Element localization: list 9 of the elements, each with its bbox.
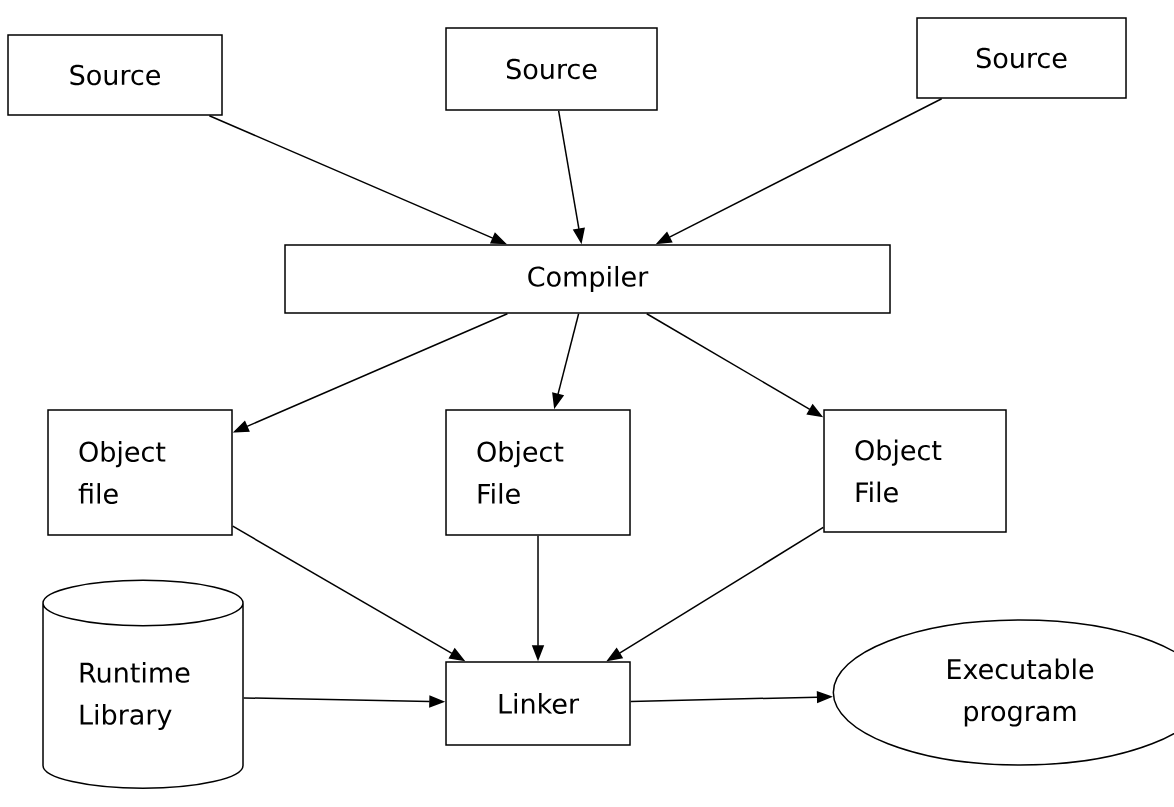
process-box: Compiler bbox=[284, 244, 891, 314]
database-cylinder: Runtime Library bbox=[42, 579, 244, 789]
process-box: Source bbox=[445, 27, 658, 111]
process-box: Object File bbox=[445, 409, 631, 536]
process-box: Object file bbox=[47, 409, 233, 536]
process-box: Source bbox=[916, 17, 1127, 99]
process-box: Object File bbox=[823, 409, 1007, 533]
process-box: Linker bbox=[445, 661, 631, 746]
process-box: Source bbox=[7, 34, 223, 116]
